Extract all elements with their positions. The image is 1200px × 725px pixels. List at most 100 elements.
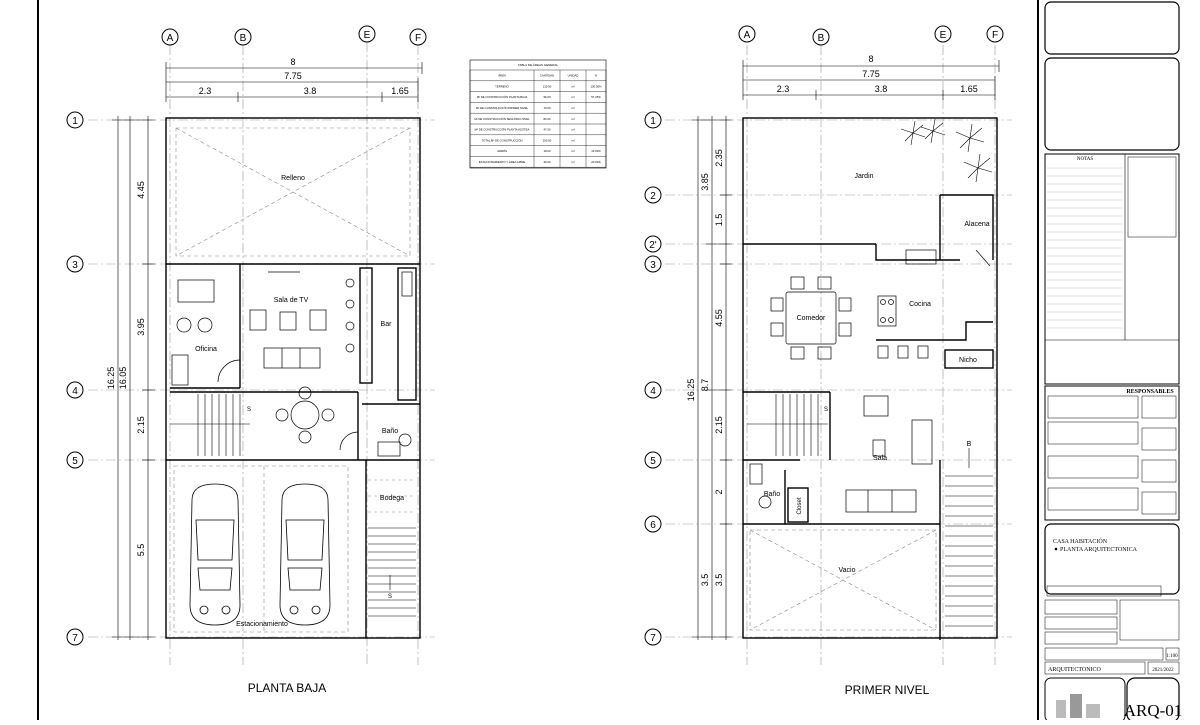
- pb-walls: [165, 117, 421, 639]
- pb-relleno-hatch: [175, 127, 411, 257]
- pn-stairs-exterior: [945, 448, 993, 627]
- pb-label-sala-tv: Sala de TV: [274, 297, 309, 304]
- pn-vertical-dimensions: [692, 116, 732, 640]
- area-table-header-cell: UNIDAD: [568, 74, 579, 78]
- pb-col-a: A: [167, 33, 174, 44]
- area-table-cell: m²: [571, 138, 574, 142]
- pb-row-bubbles: 1 3 4 5 7: [66, 111, 84, 646]
- pn-row-4: 4: [650, 386, 656, 397]
- pn-label-jardin: Jardin: [854, 173, 873, 180]
- pb-dim-total-1: 16.25: [106, 367, 116, 390]
- pn-row-6: 6: [650, 520, 656, 531]
- area-table-header-cell: ÁREA: [498, 74, 506, 78]
- pb-title: PLANTA BAJA: [248, 681, 326, 695]
- tb-clave: ARQ-01: [1124, 701, 1183, 720]
- area-table-cell: m²: [571, 95, 574, 99]
- pb-dim-seg-2: 3.8: [304, 86, 317, 96]
- pb-row-5: 5: [72, 456, 78, 467]
- pb-dim-seg-3: 1.65: [391, 86, 409, 96]
- pb-col-f: F: [415, 33, 421, 44]
- pn-label-comedor: Comedor: [797, 315, 826, 322]
- pn-horizontal-dimensions: [742, 60, 1000, 100]
- pn-col-b: B: [818, 33, 825, 44]
- pn-label-vacio: Vacio: [839, 567, 856, 574]
- area-table-cell: 82.00: [544, 117, 551, 121]
- pb-label-oficina: Oficina: [195, 346, 217, 353]
- pn-dim-side-2: 8.7: [700, 379, 710, 392]
- planta-baja-plan: A B E F 1 3 4 5 7 8: [66, 25, 435, 695]
- pb-row-3: 3: [72, 260, 78, 271]
- area-table-cell: 13.00%: [591, 149, 601, 153]
- tb-bullet: [1054, 547, 1058, 551]
- area-table-cell: M² DE CONSTRUCCIÓN SEGUNDO NIVEL: [474, 116, 530, 121]
- pn-dim-v-1: 2.35: [714, 149, 724, 167]
- tb-tipo: ARQUITECTONICO: [1048, 667, 1102, 673]
- area-table-cell: m²: [571, 106, 574, 110]
- pn-dim-seg-1: 2.3: [777, 84, 790, 94]
- tb-escala: 1:100: [1166, 654, 1178, 659]
- tb-responsables: RESPONSABLES: [1126, 389, 1174, 395]
- area-table-cell: 205.00: [543, 138, 552, 142]
- pb-stairs-exterior: [368, 527, 416, 617]
- pb-row-1: 1: [72, 116, 78, 127]
- pn-label-stair-s: S: [824, 407, 828, 413]
- pb-dim-v-2: 3.95: [136, 318, 146, 336]
- pn-dim-v-3: 4.55: [714, 309, 724, 327]
- pb-dim-inner-width: 7.75: [284, 71, 302, 81]
- area-table-cell: 100.00%: [590, 84, 602, 88]
- tb-proyecto-line-1: CASA HABITACIÓN: [1053, 537, 1108, 545]
- pb-label-relleno: Relleno: [281, 175, 305, 182]
- pb-parking-outline: [173, 465, 349, 633]
- tb-notes-lines: [1047, 167, 1123, 329]
- pn-dim-seg-2: 3.8: [875, 84, 888, 94]
- pn-dim-side-1: 3.85: [700, 173, 710, 191]
- pn-vacio-hatch: [749, 529, 937, 631]
- pn-dim-total-width: 8: [868, 54, 873, 64]
- pn-label-stair-b: B: [967, 441, 972, 448]
- pb-label-stair-s: S: [247, 407, 251, 413]
- sheet-border: [37, 0, 1039, 725]
- pb-dim-total-2: 16.05: [118, 367, 128, 390]
- pn-garden-plants: [900, 118, 993, 183]
- pn-dim-v-4: 2.15: [714, 416, 724, 434]
- tb-info-grid: [1044, 599, 1180, 675]
- pn-title: PRIMER NIVEL: [845, 683, 930, 697]
- pn-dim-v-5: 2: [714, 489, 724, 494]
- pn-row-bubbles: 1 2 2' 3 4 5 6 7: [644, 111, 662, 646]
- pb-stairs-interior: [170, 394, 250, 456]
- pn-row-5: 5: [650, 456, 656, 467]
- pb-dim-v-1: 4.45: [136, 181, 146, 199]
- area-table-cell: ESTACIONAMIENTO Y ÁREA LIBRE: [479, 160, 526, 164]
- pb-col-e: E: [364, 30, 371, 41]
- pb-dim-v-3: 2.15: [136, 416, 146, 434]
- pb-row-7: 7: [72, 633, 78, 644]
- tb-notas: NOTAS: [1077, 157, 1093, 162]
- pn-row-3: 3: [650, 260, 656, 271]
- tb-proyecto-line-2: PLANTA ARQUITECTONICA: [1060, 547, 1138, 553]
- area-table-cell: m²: [571, 128, 574, 132]
- pb-dim-v-4: 5.5: [136, 544, 146, 557]
- pn-walls: [742, 117, 998, 640]
- pn-col-f: F: [992, 30, 998, 41]
- pb-label-bar: Bar: [381, 321, 393, 328]
- pn-label-bano: Baño: [764, 491, 780, 498]
- area-table-cell: 47.00: [544, 128, 551, 132]
- area-table-cell: M² DE CONSTRUCCIÓN PLANTA BAJA: [477, 94, 528, 99]
- pb-dim-seg-1: 2.3: [199, 86, 212, 96]
- pb-furniture: [171, 271, 413, 457]
- area-table-cell: 30.00: [544, 160, 551, 164]
- area-table-cell: M² DE CONSTRUCCIÓN PRIMER NIVEL: [476, 105, 529, 110]
- pn-label-alacena: Alacena: [964, 221, 989, 228]
- pn-dim-v-6: 3.5: [714, 574, 724, 587]
- pb-bodega-hatch: [368, 479, 416, 513]
- pb-col-b: B: [240, 33, 247, 44]
- area-table-cell: 70.00: [544, 106, 551, 110]
- area-table-cell: 130.00: [543, 84, 552, 88]
- pn-row-1: 1: [650, 116, 656, 127]
- area-table-cell: M² DE CONSTRUCCIÓN PLANTA AZOTEA: [475, 127, 530, 132]
- pn-row-7: 7: [650, 633, 656, 644]
- pb-horizontal-dimensions: [165, 62, 423, 102]
